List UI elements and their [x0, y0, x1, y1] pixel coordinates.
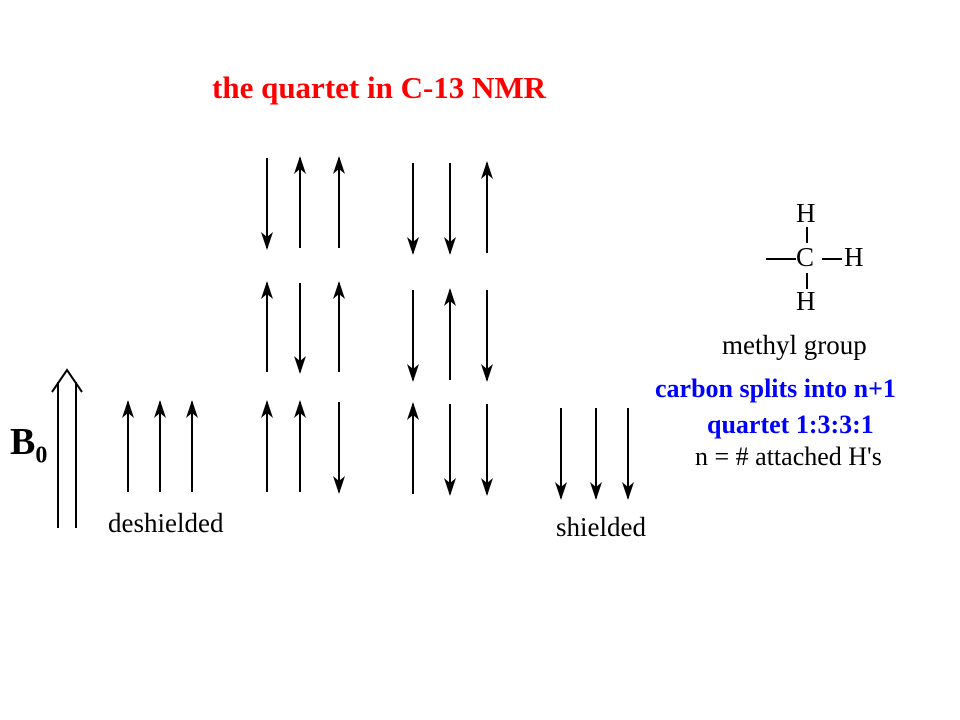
spin-down-arrowhead — [555, 482, 567, 500]
spin-up-arrowhead — [294, 156, 306, 174]
hydrogen-right: H — [844, 242, 864, 272]
spin-up-arrowhead — [261, 400, 273, 418]
spin-up-arrowhead — [481, 161, 493, 179]
carbon-atom: C — [796, 242, 815, 272]
spin-arrows — [122, 156, 634, 500]
spin-down-arrowhead — [407, 237, 419, 255]
spin-group — [261, 156, 345, 250]
hydrogen-top: H — [796, 198, 816, 228]
spin-up-arrowhead — [444, 288, 456, 306]
splitting-rule: carbon splits into n+1 — [655, 374, 896, 403]
quartet-ratio: quartet 1:3:3:1 — [707, 410, 874, 439]
spin-down-arrowhead — [444, 478, 456, 496]
page-title: the quartet in C-13 NMR — [212, 70, 547, 105]
spin-down-arrowhead — [333, 476, 345, 494]
spin-up-arrowhead — [122, 400, 134, 418]
spin-group — [407, 288, 493, 382]
spin-group — [261, 400, 345, 494]
shielded-label: shielded — [556, 512, 646, 542]
field-label: B0 — [10, 420, 47, 470]
spin-group — [555, 408, 634, 500]
methyl-group-label: methyl group — [722, 330, 867, 360]
spin-group — [407, 402, 493, 496]
spin-down-arrowhead — [622, 482, 634, 500]
spin-down-arrowhead — [481, 478, 493, 496]
spin-up-arrowhead — [154, 400, 166, 418]
spin-up-arrowhead — [407, 402, 419, 420]
spin-down-arrowhead — [444, 237, 456, 255]
spin-down-arrowhead — [294, 356, 306, 374]
spin-up-arrowhead — [186, 400, 198, 418]
spin-up-arrowhead — [333, 281, 345, 299]
spin-down-arrowhead — [481, 364, 493, 382]
spin-up-arrowhead — [333, 156, 345, 174]
field-arrow — [51, 368, 83, 528]
field-subscript: 0 — [35, 442, 48, 469]
spin-up-arrowhead — [294, 400, 306, 418]
spin-down-arrowhead — [407, 364, 419, 382]
spin-down-arrowhead — [261, 232, 273, 250]
field-symbol: B — [10, 421, 36, 463]
spin-up-arrowhead — [261, 281, 273, 299]
n-definition: n = # attached H's — [695, 442, 882, 471]
deshielded-label: deshielded — [108, 508, 224, 538]
spin-group — [407, 161, 493, 255]
methyl-bonds — [766, 227, 842, 289]
hydrogen-bottom: H — [796, 286, 816, 316]
spin-group — [122, 400, 198, 492]
spin-down-arrowhead — [590, 482, 602, 500]
spin-group — [261, 281, 345, 374]
